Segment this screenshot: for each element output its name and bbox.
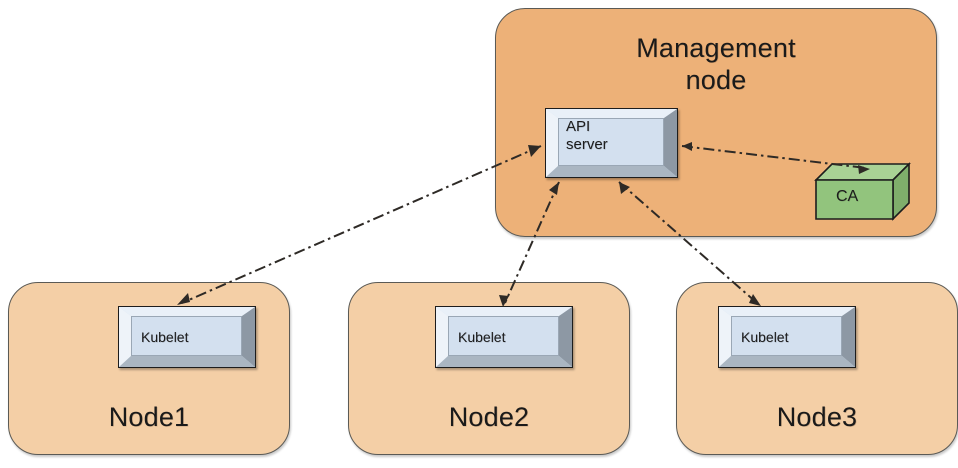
connector-api-to-kubelet1-line xyxy=(181,145,542,304)
kubelet2-face xyxy=(448,316,559,356)
ca-cube-shape xyxy=(814,162,911,221)
zone-node3-label: Node3 xyxy=(776,402,858,433)
kubelet3-face xyxy=(731,316,842,356)
kubelet1-face xyxy=(131,316,242,356)
management-node-label-line1: Management xyxy=(636,33,796,63)
api-server-face xyxy=(558,118,664,166)
management-node-label-line2: node xyxy=(685,64,747,95)
zone-management-node-label: Management node xyxy=(496,33,936,97)
api-server-box[interactable] xyxy=(545,108,678,178)
ca-cube-front-face xyxy=(815,179,894,220)
kubelet-box-node3[interactable] xyxy=(718,306,856,368)
ca-cube[interactable] xyxy=(814,162,911,221)
zone-node2-label: Node2 xyxy=(448,402,530,433)
connector-api-to-kubelet1 xyxy=(177,145,542,305)
zone-node1-label: Node1 xyxy=(108,402,190,433)
kubelet-box-node1[interactable] xyxy=(118,306,256,368)
kubelet-box-node2[interactable] xyxy=(435,306,573,368)
